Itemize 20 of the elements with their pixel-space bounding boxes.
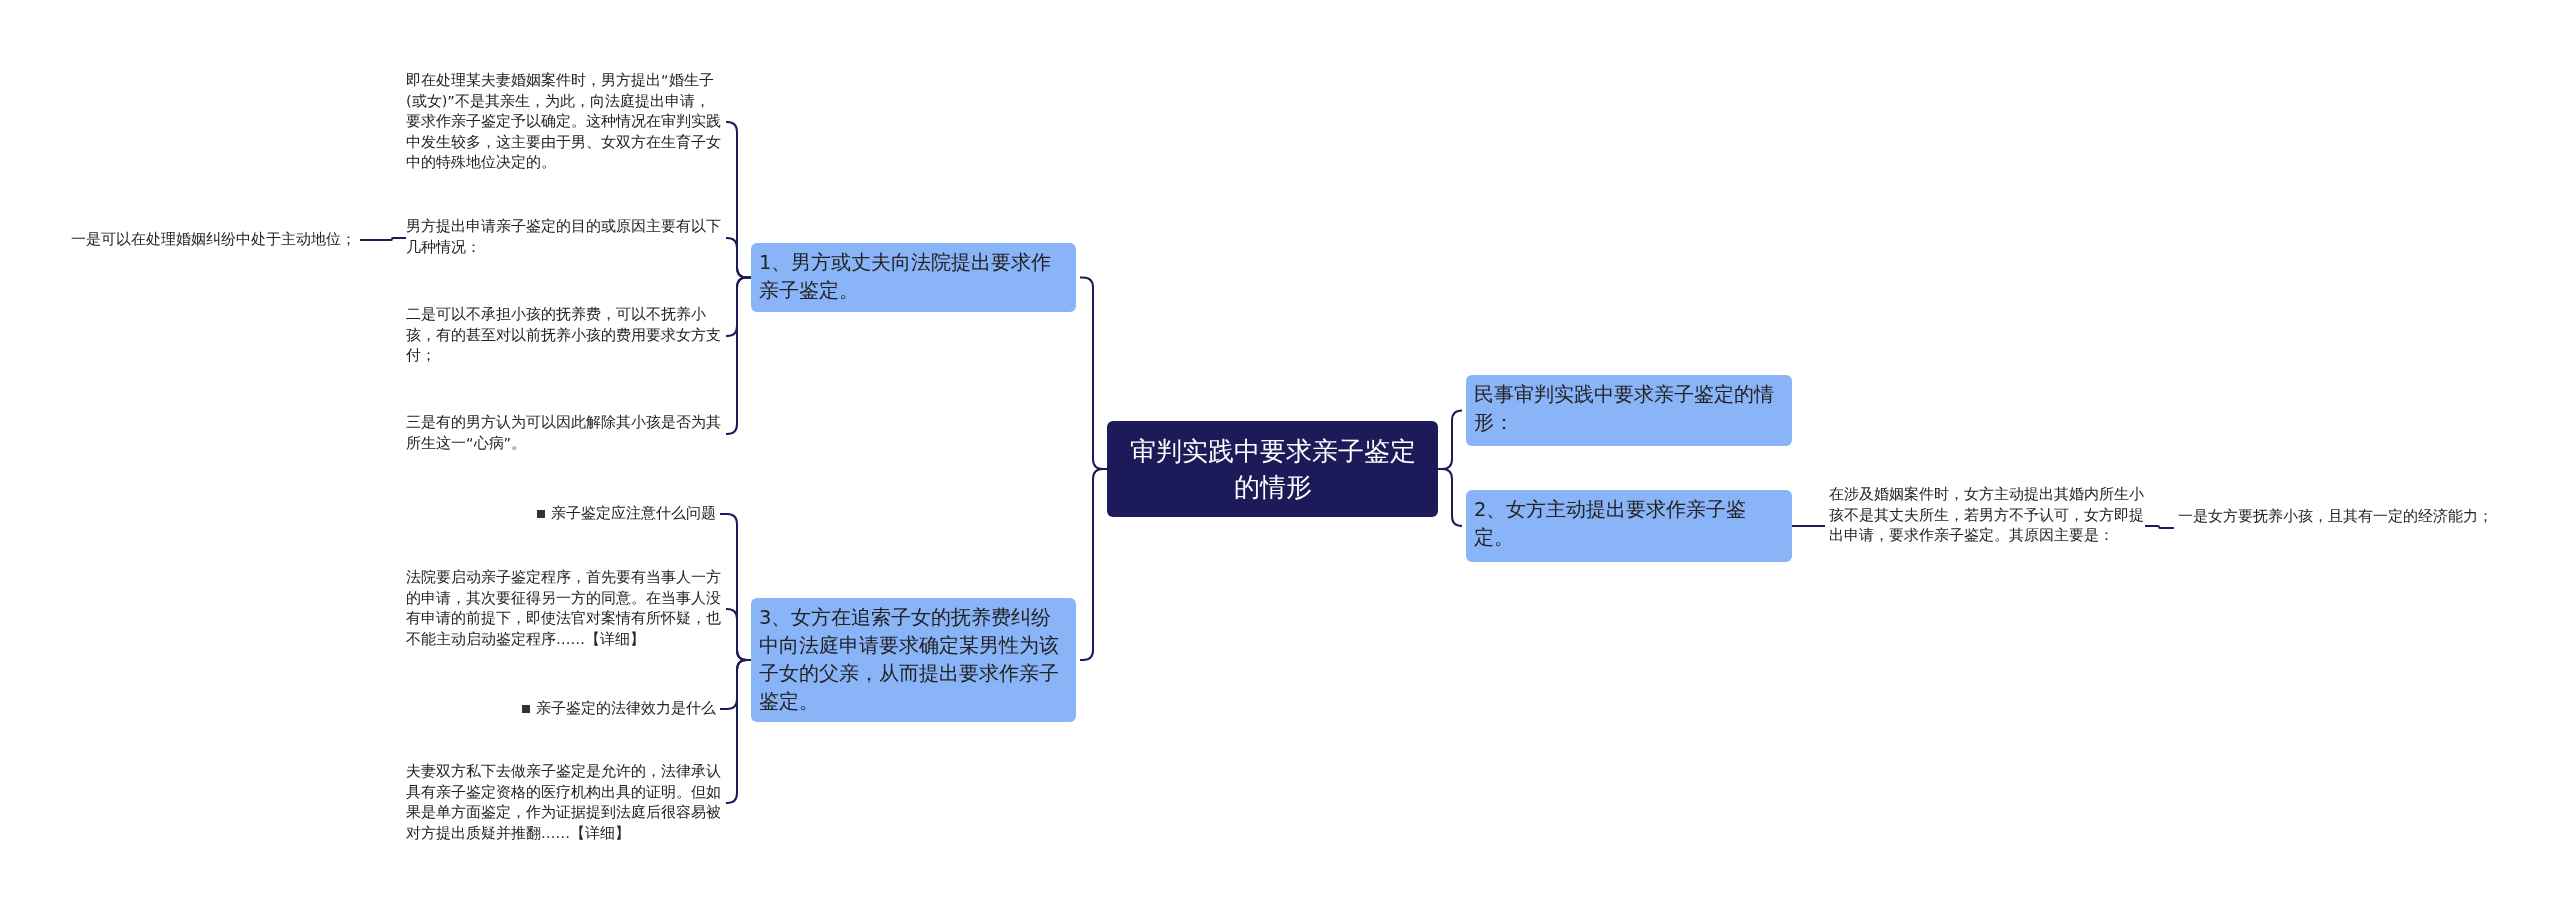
note-text: 亲子鉴定的法律效力是什么 (536, 700, 716, 716)
note-text: 亲子鉴定应注意什么问题 (551, 505, 716, 521)
connector-line (1791, 525, 1826, 527)
note-text: 夫妻双方私下去做亲子鉴定是允许的，法律承认具有亲子鉴定资格的医疗机构出具的证明。但如果是单方面鉴定，作为证据提到法庭后很容易被对方提出质疑并推翻……【详细】 (406, 761, 722, 845)
note-text: 二是可以不承担小孩的抚养费，可以不抚养小孩，有的甚至对以前抚养小孩的费用要求女方支付； (406, 304, 722, 368)
topic-box: 民事审判实践中要求亲子鉴定的情形： (1466, 375, 1792, 446)
note-text: 男方提出申请亲子鉴定的目的或原因主要有以下几种情况： (406, 216, 722, 260)
note-text: 即在处理某夫妻婚姻案件时，男方提出“婚生子(或女)”不是其亲生，为此，向法庭提出申请，要求作亲子鉴定予以确定。这种情况在审判实践中发生较多，这主要由于男、女双方在生育子女中的特殊地位决定的。 (406, 70, 722, 174)
connector-line (359, 237, 407, 241)
note-text: 三是有的男方认为可以因此解除其小孩是否为其所生这一“心病”。 (406, 412, 722, 456)
connector-line (2144, 525, 2175, 529)
topic-box: 1、男方或丈夫向法院提出要求作亲子鉴定。 (751, 243, 1076, 312)
connector-line (725, 276, 752, 435)
note-text: 一是可以在处理婚姻纠纷中处于主动地位； (60, 229, 356, 251)
note-text: 在涉及婚姻案件时，女方主动提出其婚内所生小孩不是其丈夫所生，若男方不予认可，女方即提出申请，要求作亲子鉴定。其原因主要是： (1829, 484, 2145, 568)
topic-box: 3、女方在追索子女的抚养费纠纷中向法庭申请要求确定某男性为该子女的父亲，从而提出要求作亲子鉴定。 (751, 598, 1076, 722)
central-topic-box: 审判实践中要求亲子鉴定的情形 (1107, 421, 1438, 517)
note-text: 法院要启动亲子鉴定程序，首先要有当事人一方的申请，其次要征得另一方的同意。在当事人没有申请的前提下，即使法官对案情有所怀疑，也不能主动启动鉴定程序……【详细】 (406, 567, 722, 651)
note-text: 一是女方要抚养小孩，且其有一定的经济能力； (2178, 506, 2494, 550)
topic-box: 2、女方主动提出要求作亲子鉴定。 (1466, 490, 1792, 562)
